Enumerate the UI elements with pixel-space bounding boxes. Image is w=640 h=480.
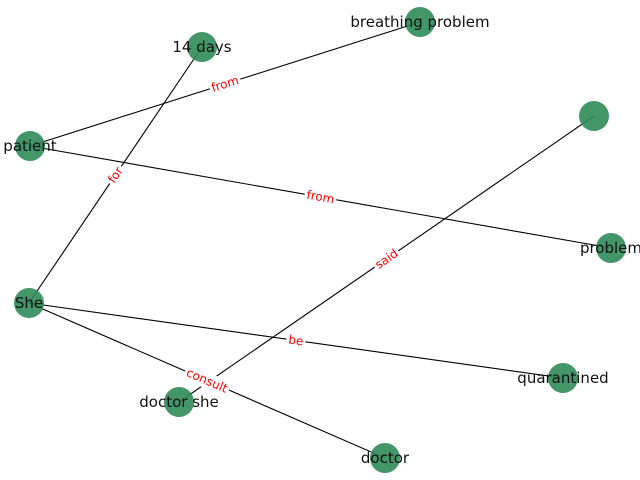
node-label-problem: problem (580, 239, 640, 257)
node-days (187, 32, 217, 62)
edge-label-background (103, 161, 128, 188)
node-label-breathing: breathing problem (350, 13, 489, 31)
node-labels-layer: breathing problem 14 days patient problemSh… (3, 13, 640, 467)
edge-label-group-be: be (285, 331, 307, 350)
node-label-she: She (15, 294, 43, 312)
edge-label-background (303, 186, 338, 208)
edge-label-background (370, 244, 403, 274)
node-label-days: 14 days (172, 38, 231, 56)
node-label-quarantined: quarantined (517, 369, 608, 387)
edge-label-group-said: said (370, 244, 403, 274)
edge-label-background (207, 71, 243, 97)
edge-label-background (285, 331, 307, 350)
node-blank (579, 101, 609, 131)
edge-label: from (306, 188, 336, 207)
edge-label: consult (184, 365, 230, 395)
edges-layer (28, 21, 612, 459)
node-quarantined (548, 363, 578, 393)
node-label-doctor: doctor (361, 449, 410, 467)
node-doctorshe (164, 387, 194, 417)
edge-label: be (288, 333, 305, 349)
edge-label-group-from: from (207, 71, 243, 97)
node-patient (15, 131, 45, 161)
nodes-layer (14, 7, 626, 473)
node-problem (596, 233, 626, 263)
edge-labels-layer: from from for be consult said (103, 71, 403, 398)
edge-label-background (182, 363, 233, 398)
node-label-patient: patient (3, 137, 56, 155)
node-doctor (370, 443, 400, 473)
edge-label: for (105, 164, 126, 186)
node-breathing (405, 7, 435, 37)
node-label-doctorshe: doctor she (139, 393, 219, 411)
node-she (14, 288, 44, 318)
edge-label-group-for: for (103, 161, 128, 188)
edge-label-group-from: from (303, 186, 338, 208)
